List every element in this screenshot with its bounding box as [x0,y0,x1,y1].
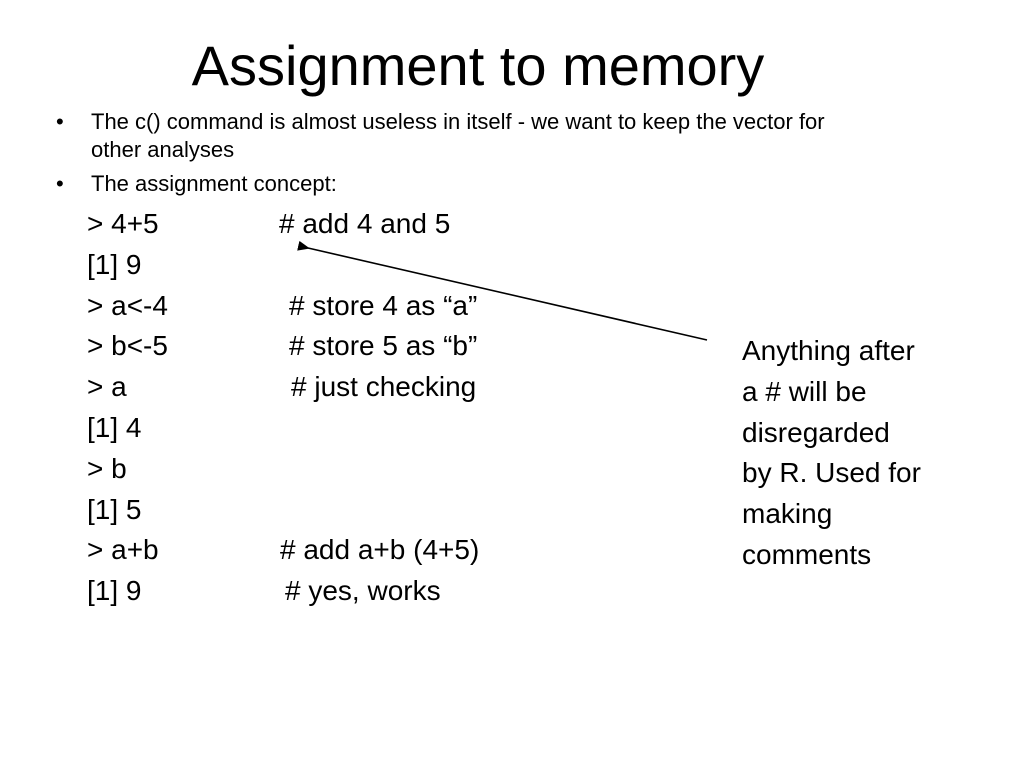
bullet-item-c-command: • The c() command is almost useless in i… [56,108,856,164]
slide-title: Assignment to memory [191,34,765,97]
bullet-text: The assignment concept: [91,171,337,196]
code-command: > a<-4 [87,289,168,321]
code-line: > a # just checking [87,367,607,408]
code-comment: # yes, works [285,575,441,607]
code-output: [1] 4 [87,411,142,443]
code-command: > a [87,371,127,403]
side-note-comment-explanation: Anything after a # will be disregarded b… [742,331,982,576]
code-command: > b [87,452,127,484]
code-comment: # add 4 and 5 [279,208,451,239]
bullet-text: The c() command is almost useless in its… [91,109,825,162]
code-comment: # add a+b (4+5) [280,534,480,566]
bullet-marker: • [56,109,64,134]
code-line: [1] 9 # yes, works [87,571,607,612]
code-command: > a+b [87,534,159,566]
side-note-line: a # will be [742,375,867,407]
code-comment: # store 5 as “b” [289,330,478,362]
code-output: [1] 9 [87,575,142,607]
code-command: > 4+5 [87,208,159,239]
code-output: [1] 9 [87,248,142,280]
code-line: [1] 4 [87,408,607,449]
code-line: [1] 9 [87,245,607,286]
code-line: > a+b # add a+b (4+5) [87,530,607,571]
code-line: > a<-4 # store 4 as “a” [87,286,607,327]
code-line: > b<-5 # store 5 as “b” [87,326,607,367]
code-output: [1] 5 [87,493,142,525]
code-line: [1] 5 [87,490,607,531]
bullet-item-assignment-concept: • The assignment concept: [56,170,856,198]
r-code-example: > 4+5 # add 4 and 5 [1] 9 > a<-4 # store… [87,204,607,612]
side-note-line: disregarded [742,416,890,448]
bullet-list: • The c() command is almost useless in i… [56,108,856,204]
code-line: > 4+5 # add 4 and 5 [87,204,607,245]
bullet-marker: • [56,171,64,196]
side-note-line: Anything after [742,335,915,366]
side-note-line: comments [742,538,872,570]
side-note-line: making [742,498,833,530]
code-comment: # just checking [291,371,477,403]
code-command: > b<-5 [87,330,168,362]
side-note-line: by R. Used for [742,457,921,489]
code-line: > b [87,449,607,490]
code-comment: # store 4 as “a” [289,289,478,321]
